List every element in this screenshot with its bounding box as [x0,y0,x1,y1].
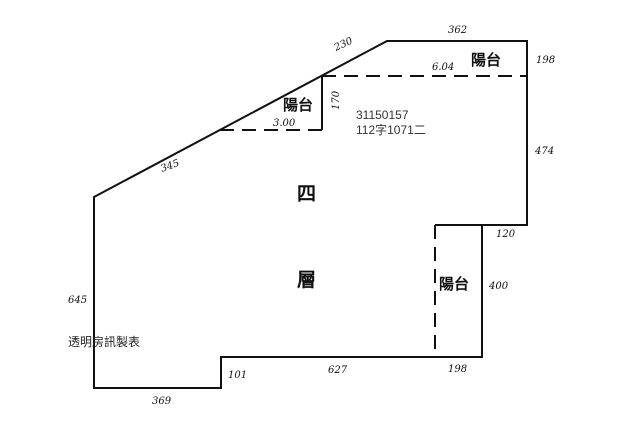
dimension-label: 101 [228,370,247,381]
stamp-line1: 31150157 [356,108,409,122]
dimension-label: 170 [331,90,342,110]
dimension-label: 369 [152,396,172,407]
outer-boundary [93,40,528,389]
dimension-label: 627 [328,365,348,376]
stamp-line2: 112字1071二 [356,122,426,137]
dimension-label: 230 [332,35,355,54]
dimension-label: 6.04 [432,62,454,73]
dimension-label: 198 [448,364,467,375]
dimension-label: 3.00 [273,118,296,129]
dimension-label: 645 [68,295,87,306]
watermark-text: 透明房訊製表 [68,334,140,349]
floor-label-char1: 四 [297,183,316,205]
balcony-label-right: 陽台 [439,275,469,293]
balcony-label-top: 陽台 [471,51,501,69]
balcony-label-left: 陽台 [283,96,313,114]
dimension-label: 362 [448,25,467,36]
floor-label-char2: 層 [297,269,316,291]
dimension-label: 474 [534,146,554,157]
dimension-label: 400 [488,281,509,292]
dimension-label: 198 [536,55,555,66]
dimension-label: 120 [496,229,516,240]
